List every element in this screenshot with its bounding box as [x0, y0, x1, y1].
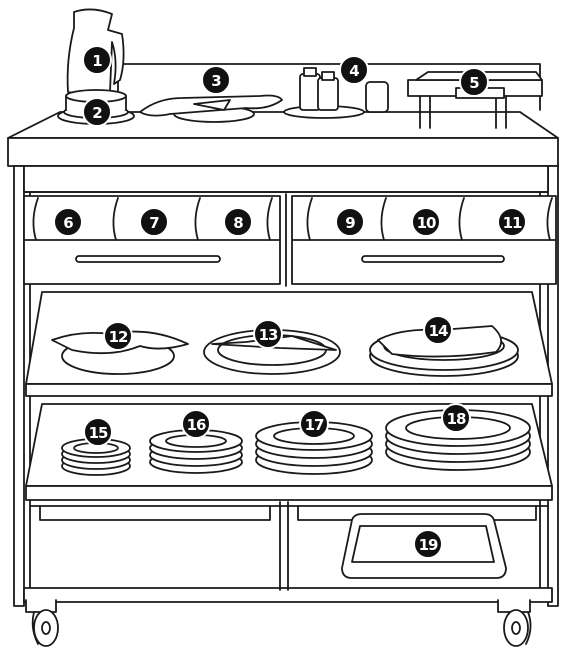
- badge-2: 2: [83, 98, 111, 126]
- left-caster: [26, 600, 58, 646]
- badge-label: 19: [419, 536, 438, 554]
- badge-5: 5: [460, 68, 488, 96]
- badge-15: 15: [84, 418, 112, 446]
- badge-label: 5: [469, 74, 479, 92]
- badge-7: 7: [140, 208, 168, 236]
- badge-label: 12: [109, 328, 128, 346]
- right-caster: [498, 600, 531, 646]
- badge-10: 10: [412, 208, 440, 236]
- badge-6: 6: [54, 208, 82, 236]
- badge-label: 13: [259, 326, 278, 344]
- badge-label: 11: [503, 214, 522, 232]
- badge-label: 18: [447, 410, 466, 428]
- badge-label: 14: [429, 322, 448, 340]
- badge-3: 3: [202, 66, 230, 94]
- badge-label: 10: [417, 214, 436, 232]
- badge-12: 12: [104, 322, 132, 350]
- badge-label: 1: [92, 52, 102, 70]
- badge-label: 9: [345, 214, 355, 232]
- badge-label: 8: [233, 214, 243, 232]
- badge-label: 15: [89, 424, 108, 442]
- badge-8: 8: [224, 208, 252, 236]
- badge-13: 13: [254, 320, 282, 348]
- badge-19: 19: [414, 530, 442, 558]
- badge-4: 4: [340, 56, 368, 84]
- badge-1: 1: [83, 46, 111, 74]
- badge-label: 4: [349, 62, 359, 80]
- badge-11: 11: [498, 208, 526, 236]
- badge-18: 18: [442, 404, 470, 432]
- badge-9: 9: [336, 208, 364, 236]
- badge-label: 2: [92, 104, 102, 122]
- badge-17: 17: [300, 410, 328, 438]
- badge-label: 17: [305, 416, 324, 434]
- badge-label: 6: [63, 214, 73, 232]
- badge-16: 16: [182, 410, 210, 438]
- badge-label: 16: [187, 416, 206, 434]
- badge-14: 14: [424, 316, 452, 344]
- badge-label: 7: [149, 214, 159, 232]
- badge-label: 3: [211, 72, 221, 90]
